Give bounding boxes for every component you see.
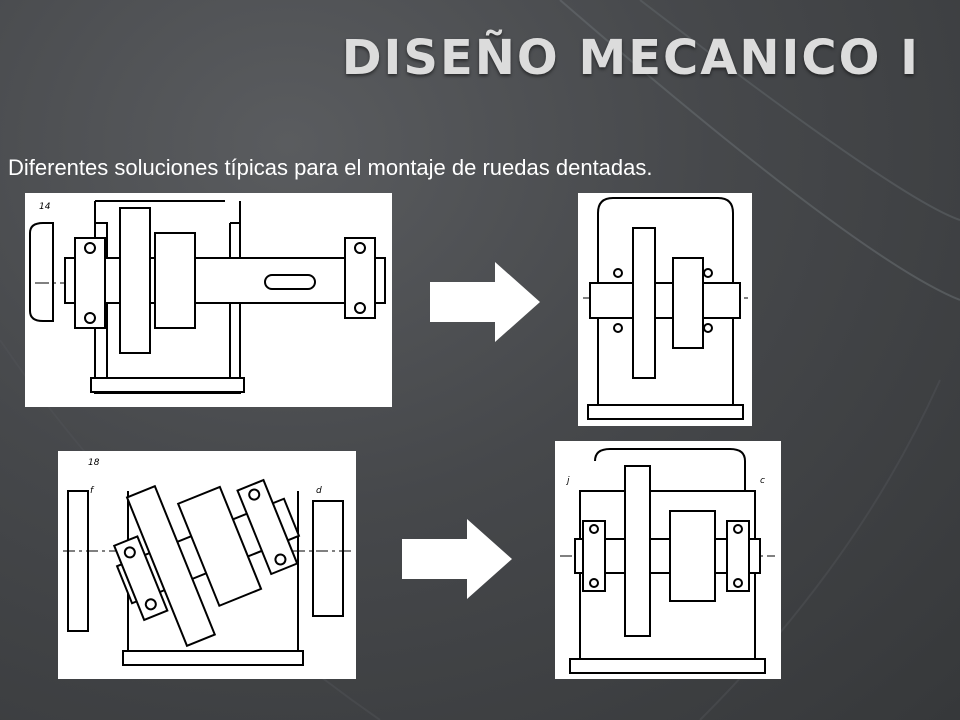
drawing-mark-label: j	[565, 476, 570, 486]
drawing-mark-label: d	[316, 486, 322, 496]
drawing-gear-mounting-3: 18 f d	[58, 451, 356, 679]
drawing-gear-mounting-2	[578, 193, 752, 426]
drawing-gear-mounting-1: 14	[25, 193, 392, 407]
slide-subtitle: Diferentes soluciones típicas para el mo…	[8, 155, 653, 180]
drawing-gear-mounting-4: j c	[555, 441, 781, 679]
drawing-number-label: 18	[88, 458, 100, 468]
arrow-right-icon	[430, 262, 540, 342]
drawing-mark-label: f	[90, 486, 95, 496]
drawing-number-label: 14	[39, 202, 51, 212]
arrow-right-icon	[402, 519, 512, 599]
slide-title: DISEÑO MECANICO I	[341, 30, 920, 86]
drawing-mark-label: c	[760, 476, 765, 486]
